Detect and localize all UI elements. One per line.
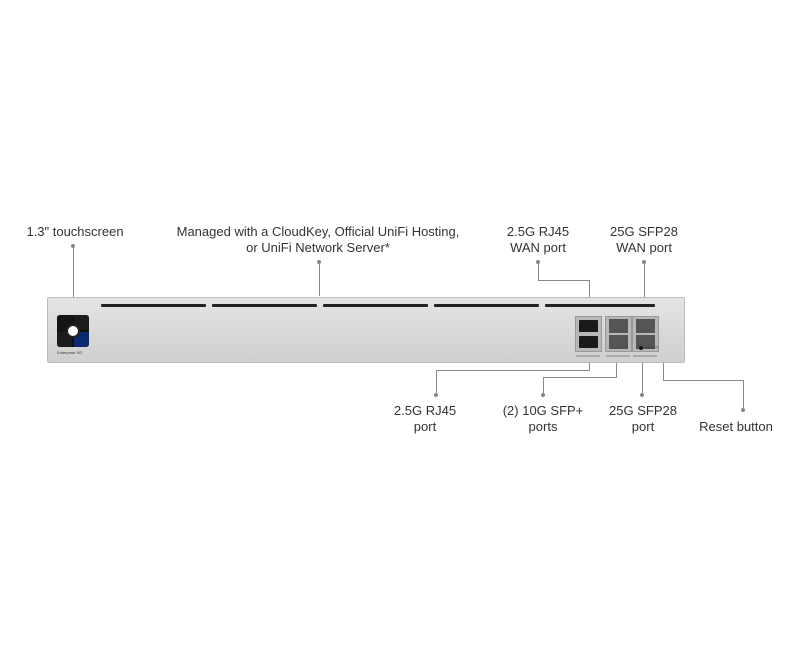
screen-quadrant: [57, 332, 72, 347]
port-led: [576, 355, 600, 357]
label-reset: Reset button: [699, 419, 773, 434]
leader-dot: [317, 260, 321, 264]
sfp28-wan-port: [636, 319, 655, 333]
leader-reset-h: [663, 380, 744, 381]
port-led: [606, 355, 630, 357]
rj45-wan-port: [579, 320, 598, 332]
vent-slot: [101, 304, 206, 307]
label-managed-line2: or UniFi Network Server*: [246, 240, 390, 255]
vent-slot: [212, 304, 317, 307]
leader-rj45-h: [436, 370, 590, 371]
device-name: Enterprise XG: [57, 350, 83, 355]
leader-reset-v: [743, 380, 744, 410]
vent-slot: [323, 304, 428, 307]
leader-sfp28-wan: [644, 262, 645, 312]
reset-label: RESET: [645, 345, 659, 350]
leader-rj45-wan: [538, 262, 539, 280]
sfp28-port-group: [632, 316, 659, 357]
leader-rj45: [589, 356, 590, 370]
leader-dot: [71, 244, 75, 248]
leader-rj45-v: [436, 370, 437, 395]
leader-dot: [536, 260, 540, 264]
port-led: [633, 355, 657, 357]
leader-managed: [319, 262, 320, 296]
gateway-device: Enterprise XG RESET: [47, 297, 685, 363]
leader-sfp-plus: [616, 356, 617, 377]
vent-slot: [434, 304, 539, 307]
screen-quadrant: [57, 315, 72, 330]
label-sfp28-wan-line1: 25G SFP28: [610, 224, 678, 239]
label-rj45-line1: 2.5G RJ45: [393, 403, 457, 418]
leader-rj45-wan-v: [589, 280, 590, 312]
leader-sfp-plus-v: [543, 377, 544, 395]
label-rj45-wan-line1: 2.5G RJ45: [506, 224, 570, 239]
sfp28-port: [636, 335, 655, 349]
leader-dot: [642, 260, 646, 264]
label-managed-line1: Managed with a CloudKey, Official UniFi …: [176, 224, 460, 239]
label-sfp-plus-line2: ports: [528, 419, 558, 434]
rj45-port-group: [575, 316, 602, 357]
reset-button[interactable]: [639, 346, 643, 350]
vent-slot: [545, 304, 655, 307]
rj45-port: [579, 336, 598, 348]
sfp-plus-port: [609, 319, 628, 333]
leader-dot: [741, 408, 745, 412]
touchscreen[interactable]: [57, 315, 89, 347]
leader-touchscreen: [73, 246, 74, 314]
sfp-plus-port: [609, 335, 628, 349]
label-sfp-plus-line1: (2) 10G SFP+: [502, 403, 584, 418]
screen-center-icon: [68, 326, 78, 336]
label-touchscreen: 1.3" touchscreen: [26, 224, 124, 239]
sfp-plus-port-group: [605, 316, 632, 357]
leader-sfp-plus-h: [543, 377, 617, 378]
screen-quadrant: [74, 315, 89, 330]
label-rj45-line2: port: [413, 419, 437, 434]
label-sfp28-line2: port: [631, 419, 655, 434]
label-rj45-wan-line2: WAN port: [510, 240, 566, 255]
screen-quadrant: [74, 332, 89, 347]
label-sfp28-wan-line2: WAN port: [616, 240, 672, 255]
leader-sfp28: [642, 356, 643, 395]
leader-rj45-wan-h: [538, 280, 590, 281]
leader-dot: [640, 393, 644, 397]
leader-dot: [541, 393, 545, 397]
leader-dot: [434, 393, 438, 397]
leader-reset: [663, 352, 664, 380]
label-sfp28-line1: 25G SFP28: [609, 403, 677, 418]
